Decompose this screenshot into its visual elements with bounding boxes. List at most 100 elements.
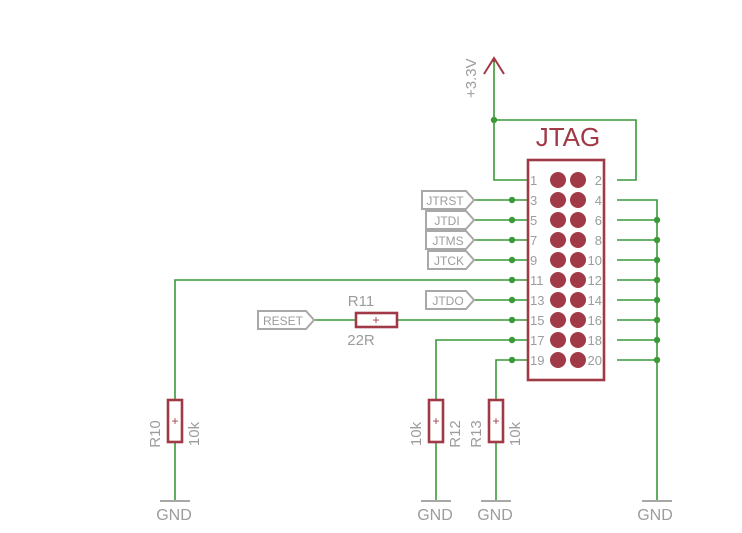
- wire-r10-pin11: [174, 279, 528, 400]
- resistor-r13-value: 10k: [507, 421, 524, 446]
- junctions: [490, 116, 661, 364]
- resistor-plus-icon: +: [171, 414, 178, 428]
- pin-number-odd: 9: [530, 253, 537, 268]
- pad-odd: [550, 172, 566, 188]
- resistor-plus-icon: +: [432, 414, 439, 428]
- junction-dot: [653, 336, 661, 344]
- ground-label: GND: [156, 507, 192, 524]
- junction-dot: [653, 256, 661, 264]
- resistor-r12: + 10k R12: [408, 398, 464, 448]
- resistor-r11-name: R11: [348, 293, 374, 310]
- pad-odd: [550, 272, 566, 288]
- ground-label: GND: [637, 507, 673, 524]
- junction-dot: [653, 356, 661, 364]
- port-jtrst-label: JTRST: [426, 194, 464, 208]
- junction-dot: [490, 116, 498, 124]
- connector-pads: [550, 172, 586, 368]
- junction-dot: [508, 296, 516, 304]
- pad-odd: [550, 352, 566, 368]
- pin-number-even: 8: [595, 233, 602, 248]
- pad-even: [570, 212, 586, 228]
- ground-symbol-r10: GND: [156, 500, 192, 524]
- ground-symbol-header: GND: [637, 500, 673, 524]
- port-jtdo-label: JTDO: [432, 294, 463, 308]
- pin-number-odd: 19: [530, 353, 544, 368]
- port-jtms: JTMS: [425, 230, 476, 250]
- pin-number-odd: 3: [530, 193, 537, 208]
- power-label: +3.3V: [463, 58, 480, 98]
- wires: [174, 60, 658, 500]
- resistor-r10-value: 10k: [186, 421, 203, 446]
- ground-symbol-r12: GND: [417, 500, 453, 524]
- wire-even-pins-to-gnd: [617, 219, 657, 361]
- pad-even: [570, 292, 586, 308]
- pad-odd: [550, 252, 566, 268]
- connector-title: JTAG: [536, 122, 601, 152]
- pin-number-odd: 17: [530, 333, 544, 348]
- junction-dot: [653, 296, 661, 304]
- pin-number-odd: 13: [530, 293, 544, 308]
- pin-number-even: 20: [588, 353, 602, 368]
- resistor-r10-name: R10: [147, 420, 164, 448]
- port-jtdi-label: JTDI: [434, 214, 459, 228]
- pad-even: [570, 332, 586, 348]
- pin-number-even: 12: [588, 273, 602, 288]
- wire-gnd-bus: [617, 199, 658, 500]
- signal-ports: JTRST JTDI JTMS JTCK JTDO RESET: [257, 190, 476, 330]
- port-jtms-label: JTMS: [432, 234, 463, 248]
- pad-even: [570, 312, 586, 328]
- pin-number-even: 4: [595, 193, 602, 208]
- connector-body: [526, 158, 606, 382]
- junction-dot: [653, 216, 661, 224]
- port-reset-label: RESET: [263, 314, 304, 328]
- resistor-r11-value: 22R: [347, 332, 375, 349]
- junction-dot: [508, 236, 516, 244]
- ground-label: GND: [477, 507, 513, 524]
- pad-odd: [550, 192, 566, 208]
- port-reset: RESET: [257, 310, 316, 330]
- junction-dot: [508, 216, 516, 224]
- pad-odd: [550, 212, 566, 228]
- wire-r12-pin17: [435, 339, 528, 400]
- port-jtck-label: JTCK: [434, 254, 464, 268]
- resistor-r13-name: R13: [468, 420, 485, 448]
- resistor-r12-name: R12: [447, 420, 464, 448]
- junction-dot: [508, 196, 516, 204]
- pin-number-odd: 7: [530, 233, 537, 248]
- junction-dot: [653, 276, 661, 284]
- resistor-r13: + R13 10k: [468, 398, 524, 448]
- pin-number-odd: 1: [530, 173, 537, 188]
- supply-arrow-icon: [483, 56, 505, 75]
- port-jtrst: JTRST: [421, 190, 476, 210]
- resistor-r12-value: 10k: [408, 421, 425, 446]
- port-jtdo: JTDO: [425, 290, 476, 310]
- pad-even: [570, 352, 586, 368]
- pad-even: [570, 192, 586, 208]
- pin-number-even: 6: [595, 213, 602, 228]
- pad-even: [570, 252, 586, 268]
- wire-3v3-rail: [493, 60, 637, 181]
- pin-number-even: 14: [588, 293, 602, 308]
- pin-number-odd: 5: [530, 213, 537, 228]
- junction-dot: [508, 276, 516, 284]
- wire-r13-pin19: [495, 359, 528, 400]
- pin-number-even: 10: [588, 253, 602, 268]
- resistor-plus-icon: +: [372, 313, 379, 327]
- junction-dot: [508, 336, 516, 344]
- pad-even: [570, 272, 586, 288]
- pad-odd: [550, 292, 566, 308]
- junction-dot: [653, 236, 661, 244]
- resistor-r11: + R11 22R: [347, 293, 399, 349]
- junction-dot: [653, 316, 661, 324]
- resistor-plus-icon: +: [492, 414, 499, 428]
- port-jtck: JTCK: [427, 250, 476, 270]
- junction-dot: [508, 256, 516, 264]
- resistor-r10: + R10 10k: [147, 398, 203, 448]
- pad-even: [570, 172, 586, 188]
- ground-symbol-r13: GND: [477, 500, 513, 524]
- pin-number-even: 16: [588, 313, 602, 328]
- power-supply-symbol: +3.3V: [463, 56, 505, 98]
